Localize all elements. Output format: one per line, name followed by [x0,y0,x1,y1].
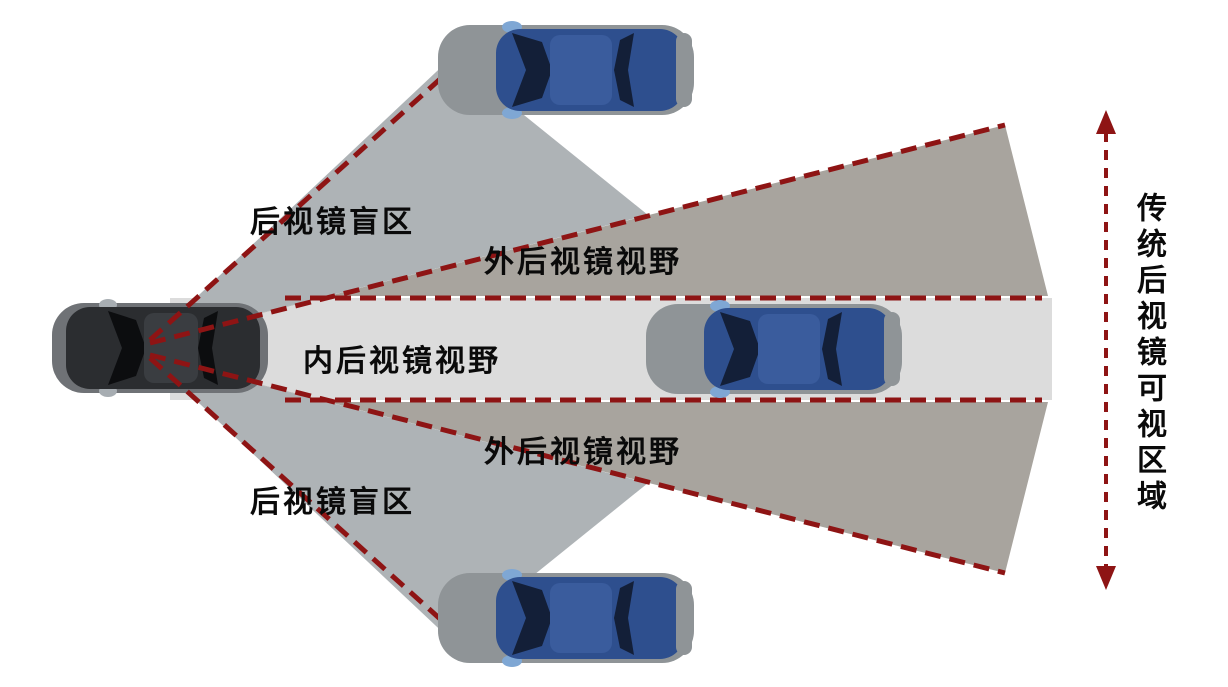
blind-zone-top-label: 后视镜盲区 [250,206,415,239]
inner-view-car-icon [646,300,902,398]
outer-mirror-bottom-label: 外后视镜视野 [484,436,682,469]
visible-range-arrow [1096,110,1116,590]
ego-car-icon [52,299,268,397]
zone-boundary-lines [148,52,1042,646]
outer-mirror-top-label: 外后视镜视野 [484,246,682,279]
blind-zone-bottom-shape [150,357,648,641]
traditional-mirror-visible-area-label: 传统后视镜可视区域 [1132,192,1165,516]
blind-spot-car-bottom-icon [438,569,694,667]
outer-mirror-top-boundary-line [149,122,1006,346]
blind-zone-top-boundary-line [148,52,470,342]
inner-mirror-zone-shape [170,298,1052,400]
blind-zone-top-shape [150,57,648,341]
outer-mirror-bottom-boundary-line [149,352,1006,576]
blind-zone-bottom-boundary-line [148,356,470,646]
arrow-head-down-icon [1096,566,1116,590]
inner-mirror-label: 内后视镜视野 [303,345,501,378]
arrow-head-up-icon [1096,110,1116,134]
blind-spot-car-top-icon [438,21,694,119]
blind-zone-bottom-label: 后视镜盲区 [250,486,415,519]
